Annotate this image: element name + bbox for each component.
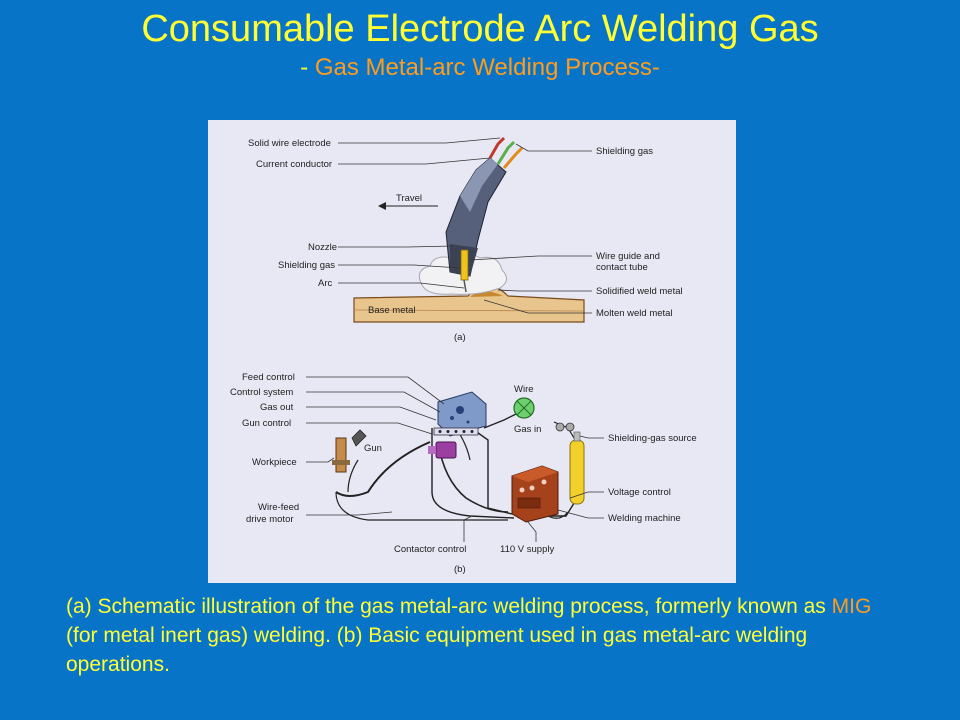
label-workpiece: Workpiece — [252, 457, 297, 468]
label-welding-machine: Welding machine — [608, 513, 681, 524]
label-gas-out: Gas out — [260, 402, 294, 413]
caption-text-1: (a) Schematic illustration of the gas me… — [66, 595, 832, 618]
label-gas-in: Gas in — [514, 424, 541, 435]
label-gun: Gun — [364, 443, 382, 454]
label-shielding-gas-source: Shielding-gas source — [608, 433, 697, 444]
equipment-schematic: Feed control Control system Gas out Gun … — [230, 372, 697, 575]
label-wire-feed: Wire-feed — [258, 502, 299, 513]
slide-title: Consumable Electrode Arc Welding Gas — [141, 8, 819, 50]
caption-highlight-mig: MIG — [831, 595, 872, 618]
label-110v-supply: 110 V supply — [500, 544, 554, 555]
label-arc: Arc — [318, 278, 333, 289]
welding-diagram-svg: Solid wire electrode Current conductor T… — [230, 136, 697, 575]
label-wire-guide: Wire guide and — [596, 251, 660, 262]
label-contact-tube: contact tube — [596, 262, 648, 273]
label-travel: Travel — [396, 193, 422, 204]
label-drive-motor: drive motor — [246, 514, 294, 525]
label-gun-control: Gun control — [242, 418, 291, 429]
caption-a: (a) — [454, 332, 466, 343]
label-feed-control: Feed control — [242, 372, 295, 383]
torch-schematic: Solid wire electrode Current conductor T… — [248, 136, 683, 343]
label-molten-weld-metal: Molten weld metal — [596, 308, 673, 319]
label-contactor-control: Contactor control — [394, 544, 466, 555]
caption-b: (b) — [454, 564, 466, 575]
subtitle-text: Gas Metal-arc Welding Process- — [314, 54, 660, 81]
label-wire: Wire — [514, 384, 534, 395]
label-base-metal: Base metal — [368, 305, 416, 316]
label-nozzle: Nozzle — [308, 242, 337, 253]
welding-diagram-figure: Solid wire electrode Current conductor T… — [208, 120, 736, 583]
slide-subtitle: - Gas Metal-arc Welding Process- — [0, 52, 960, 84]
caption-text-2: (for metal inert gas) welding. (b) Basic… — [66, 624, 808, 676]
label-solidified-weld-metal: Solidified weld metal — [596, 286, 683, 297]
label-shielding-gas-right: Shielding gas — [596, 146, 653, 157]
label-current-conductor: Current conductor — [256, 159, 332, 170]
figure-caption: (a) Schematic illustration of the gas me… — [66, 592, 906, 679]
subtitle-dash: - — [300, 54, 315, 81]
label-control-system: Control system — [230, 387, 293, 398]
label-voltage-control: Voltage control — [608, 487, 671, 498]
label-shielding-gas-a: Shielding gas — [278, 260, 335, 271]
label-solid-wire-electrode: Solid wire electrode — [248, 138, 331, 149]
